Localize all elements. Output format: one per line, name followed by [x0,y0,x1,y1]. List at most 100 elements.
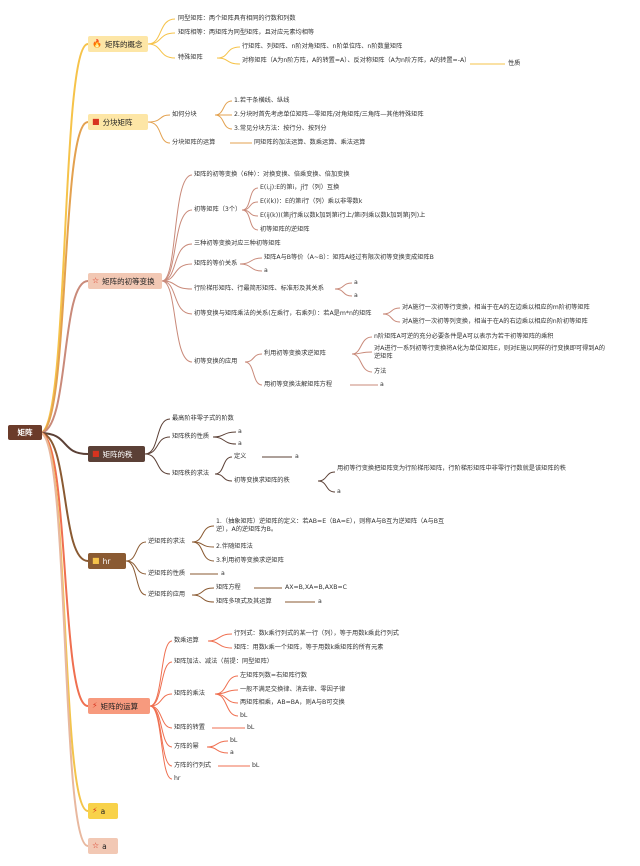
branch-label: hr [102,556,111,566]
b6-c7: hr [174,775,181,782]
b4-c2: 矩阵秩的性质 [172,433,210,440]
b2-how-b: 2.分块时首先考虑单位矩阵—零矩阵/对角矩阵/三角阵—其他特殊矩阵 [234,111,424,118]
b3-c6a: 对A施行一次初等行变换，相当于在A的左边乘以相应的m阶初等矩阵 [402,304,590,311]
branch-inverse[interactable]: ■ hr [88,553,126,569]
b5-c2a: a [221,570,225,577]
branch-matrix-concept[interactable]: 🔥 矩阵的概念 [88,36,148,52]
b3-c7b1: a [380,381,384,388]
b4-c1: 最高阶非零子式的阶数 [172,415,234,422]
b6-c5a: bL [230,737,238,744]
b3-c2b: E(i(k))：E的第i行（列）乘以非零数k [260,198,363,205]
root-label: 矩阵 [17,428,33,437]
b3-c7b: 用初等变换法解矩阵方程 [264,381,333,388]
b6-c3a: 左矩阵列数=右矩阵行数 [240,672,308,679]
b5-c1: 逆矩阵的求法 [148,538,186,545]
b1-equal: 矩阵相等：两矩阵为同型矩阵，且对应元素均相等 [178,29,315,36]
b6-c5b: a [230,749,234,756]
b3-c2c: E(ij(k))(第j行乘以数k加到第i行上/第i列乘以数k加到第j列)上 [260,212,426,219]
b6-c2: 矩阵加法、减法（前提：同型矩阵） [174,658,273,665]
b3-c4b: a [264,267,268,274]
branch-label: 分块矩阵 [102,117,133,127]
b4-c3b: 初等变换求矩阵的秩 [234,477,290,484]
branch-label: 矩阵的秩 [102,449,133,459]
b6-c1a: 行列式：数k乘行列式的某一行（列），等于用数k乘此行列式 [234,630,399,637]
b1-property: 性质 [508,60,521,67]
edge-root-b2 [39,121,89,434]
b3-c1: 矩阵的初等变换（6种）：对换变换、倍乘变换、倍加变换 [194,171,350,178]
b2-ops-a: 同矩阵的加法运算、数乘运算、乘法运算 [254,139,366,146]
b6-c4: 矩阵的转置 [174,724,205,731]
b1-special-a: 行矩阵、列矩阵、n阶对角矩阵、n阶单位阵、n阶数量矩阵 [242,43,403,50]
branch-8[interactable]: ☆ a [88,838,118,854]
branch-7[interactable]: ⚡ a [88,803,118,819]
branch-label: a [102,841,107,851]
branch-label: 矩阵的初等变换 [102,276,155,286]
branch-elementary-transform[interactable]: ☆ 矩阵的初等变换 [88,273,162,289]
b6-c5: 方阵的幂 [174,743,199,750]
b5-c1c: 3.利用初等变换求逆矩阵 [216,557,284,564]
b5-c2: 逆矩阵的性质 [148,570,186,577]
b6-c3d: bL [240,712,248,719]
b6-c3b: 一般不满足交换律、消去律、零因子律 [240,686,346,693]
b6-c3c: 两矩阵相乘，AB=BA，则A与B可交换 [240,699,345,706]
b6-c3: 矩阵的乘法 [174,690,205,697]
edge-root-b4 [39,432,89,455]
b6-c4a: bL [247,724,255,731]
b4-c2a: a [238,428,242,435]
square-icon: ■ [92,556,100,565]
b3-c2: 初等矩阵（3个） [194,206,242,213]
b5-c1a: 1.（抽象矩阵）逆矩阵的定义：若AB=E（BA=E），则称A与B互为逆矩阵（A与… [216,518,445,533]
edge-root-b8 [39,432,89,847]
b3-c6: 初等变换与矩阵乘法的关系(左乘行，右乘列）：若A是m*n的矩阵 [194,310,372,317]
b3-c5a: a [354,279,358,286]
b3-c7a3: 方法 [374,368,387,375]
b1-special-b: 对称矩阵（A为n阶方阵，A的转置=A）、反对称矩阵（A为n阶方阵，A的转置=-A… [242,57,471,64]
b4-c3: 矩阵秩的求法 [172,470,210,477]
b2-how-a: 1.若干条横线、纵线 [234,97,290,104]
square-icon: ■ [92,449,100,458]
b5-c3a1: AX=B,XA=B,AXB=C [285,584,347,591]
b3-c3: 三种初等变换对应三种初等矩阵 [194,240,281,247]
b3-c6b: 对A施行一次初等列变换，相当于在A的右边乘以相应的n阶初等矩阵 [402,318,588,325]
edge-root-b5 [39,432,89,562]
b5-c3b1: a [318,598,322,605]
flame-icon: 🔥 [92,39,102,48]
root-node[interactable]: 矩阵 [8,425,42,440]
branch-label: a [100,806,106,816]
b4-c3a1: a [295,453,299,460]
edge-root-b1 [39,43,89,434]
b3-c7a2: 对A进行一系列初等行变换将A化为单位矩阵E，则对E施以同样的行变换即可得到A的逆… [374,345,605,360]
branch-label: 矩阵的运算 [100,701,139,711]
b6-c6: 方阵的行列式 [174,762,212,769]
b6-c1b: 矩阵：用数k乘一个矩阵，等于用数k乘矩阵的所有元素 [234,644,384,651]
star-icon: ☆ [92,276,100,285]
b6-c1: 数乘运算 [174,637,199,644]
b3-c2a: E(i,j):E的第i，j行（列）互换 [260,184,340,191]
star-icon: ☆ [92,841,100,850]
b2-how: 如何分块 [172,111,197,118]
b3-c5b: a [354,292,358,299]
b4-c3b1: 用初等行变换把矩阵变为行阶梯形矩阵，行阶梯形矩阵中非零行行数就是该矩阵的秩 [337,465,566,472]
b6-c6a: bL [252,762,260,769]
b5-c3: 逆矩阵的应用 [148,591,186,598]
b4-c3b2: a [337,488,341,495]
b3-c5: 行阶梯形矩阵、行最简形矩阵、标准形及其关系 [194,285,324,292]
b3-c7a: 利用初等变换求逆矩阵 [264,350,326,357]
branch-matrix-ops[interactable]: ⚡ 矩阵的运算 [88,698,150,714]
flag-icon: ■ [92,117,100,126]
b3-c4: 矩阵的等价关系 [194,260,238,267]
b4-c3a: 定义 [234,453,247,460]
edge-root-b6 [39,432,89,707]
branch-block-matrix[interactable]: ■ 分块矩阵 [88,114,148,130]
spark-icon: ⚡ [92,806,98,815]
b4-c2b: a [238,440,242,447]
b5-c3a: 矩阵方程 [216,584,241,591]
b5-c1b: 2.伴随矩阵法 [216,543,253,550]
b2-ops: 分块矩阵的运算 [172,139,216,146]
b3-c7: 初等变换的应用 [194,358,238,365]
b2-how-c: 3.常见分块方法：按行分、按列分 [234,125,327,132]
b3-c2d: 初等矩阵的逆矩阵 [260,226,310,233]
b1-special: 特殊矩阵 [178,54,203,61]
branch-matrix-rank[interactable]: ■ 矩阵的秩 [88,446,145,462]
b1-same-type: 同型矩阵：两个矩阵具有相同的行数和列数 [178,15,296,22]
